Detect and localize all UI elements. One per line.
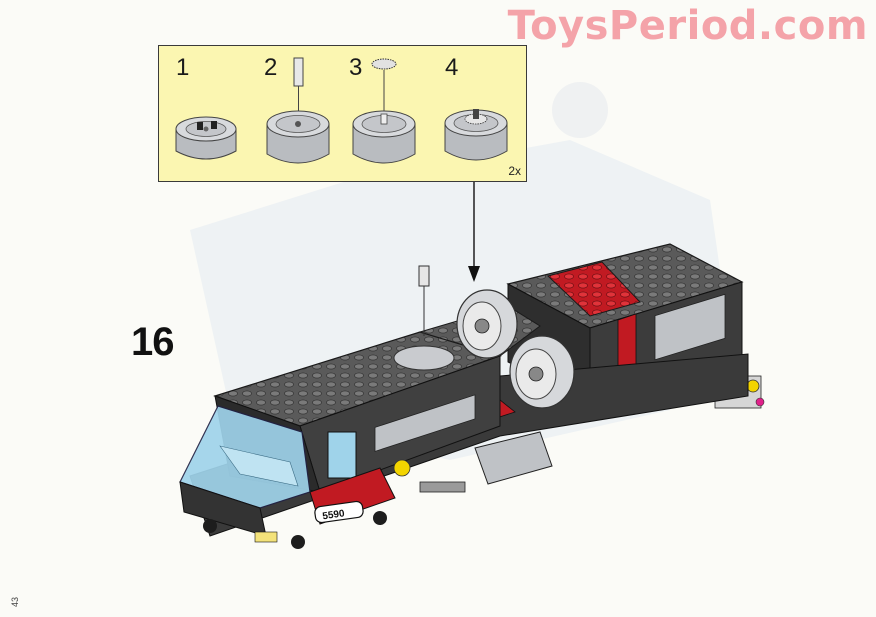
substep-label-2: 2 bbox=[264, 54, 278, 81]
subassembly-callout: 1 2 3 4 bbox=[158, 45, 527, 182]
substep-label-4: 4 bbox=[445, 54, 459, 81]
watermark-text: ToysPeriod.com bbox=[507, 3, 868, 49]
page-number: 43 bbox=[10, 596, 21, 608]
substep-label-3: 3 bbox=[349, 54, 363, 81]
wheel-step-4-icon bbox=[444, 109, 508, 161]
quantity-multiplier: 2x bbox=[508, 164, 521, 178]
vehicle-model-illustration: 5590 bbox=[179, 243, 765, 549]
wheel-assembly-front bbox=[509, 335, 575, 409]
model-badge: 5590 bbox=[322, 508, 346, 522]
callout-arrow bbox=[468, 182, 480, 282]
wheel-assembly-rear bbox=[456, 289, 518, 359]
wheel-step-1-icon bbox=[175, 116, 237, 160]
substep-label-1: 1 bbox=[176, 54, 190, 81]
wheel-step-3-icon bbox=[352, 58, 416, 164]
step-number: 16 bbox=[131, 320, 174, 364]
wheel-step-2-icon bbox=[266, 57, 330, 164]
